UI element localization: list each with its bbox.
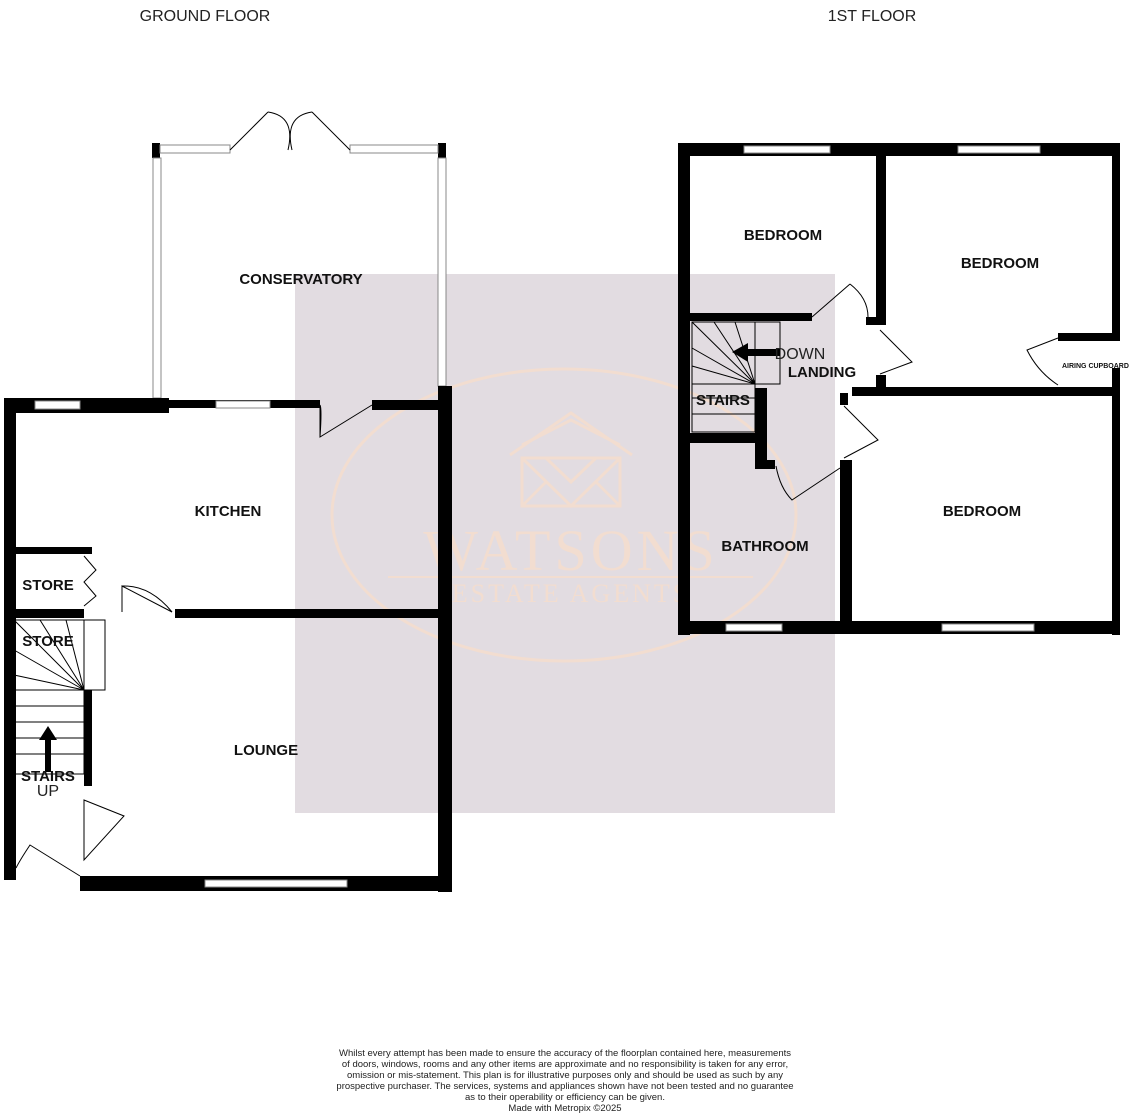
first-stairs-direction: DOWN	[775, 346, 826, 363]
airing-cupboard-label: AIRING CUPBOARD	[1062, 363, 1129, 370]
lounge-label: LOUNGE	[234, 742, 298, 759]
store-label-2: STORE	[22, 633, 73, 650]
bedroom-label-2: BEDROOM	[961, 255, 1039, 272]
watermark-line2: ESTATE AGENTS	[452, 579, 690, 608]
disclaimer-line-1: Whilst every attempt has been made to en…	[338, 1048, 792, 1059]
disclaimer-line-2: of doors, windows, rooms and any other i…	[341, 1059, 789, 1070]
kitchen-label: KITCHEN	[195, 503, 262, 520]
house-logo-icon	[509, 411, 633, 509]
ground-stairs-direction: UP	[37, 783, 59, 800]
disclaimer-line-6: Made with Metropix ©2025	[508, 1103, 622, 1114]
disclaimer-line-3: omission or mis-statement. This plan is …	[347, 1070, 783, 1081]
ground-floor-plan	[4, 111, 452, 892]
bedroom-label-3: BEDROOM	[943, 503, 1021, 520]
stairs-up-arrow-icon	[39, 726, 57, 772]
stairs-down-arrow-icon	[732, 343, 780, 362]
landing-label: LANDING	[788, 364, 856, 381]
disclaimer: Whilst every attempt has been made to en…	[330, 1048, 800, 1114]
watermark-line1: WATSONS	[423, 518, 719, 583]
ground-floor-heading: GROUND FLOOR	[140, 8, 271, 25]
watermark-box	[295, 274, 835, 813]
store-label-1: STORE	[22, 577, 73, 594]
bedroom-label-1: BEDROOM	[744, 227, 822, 244]
first-stairs-label: STAIRS	[696, 392, 750, 409]
ground-stairs-label: STAIRS	[21, 768, 75, 785]
conservatory-label: CONSERVATORY	[239, 271, 362, 288]
first-floor-heading: 1ST FLOOR	[828, 8, 917, 25]
first-floor-plan	[678, 143, 1120, 635]
disclaimer-line-4: prospective purchaser. The services, sys…	[336, 1081, 794, 1092]
watermark-logo: WATSONS ESTATE AGENTS	[330, 367, 798, 663]
disclaimer-line-5: as to their operability or efficiency ca…	[465, 1092, 665, 1103]
bathroom-label: BATHROOM	[721, 538, 808, 555]
